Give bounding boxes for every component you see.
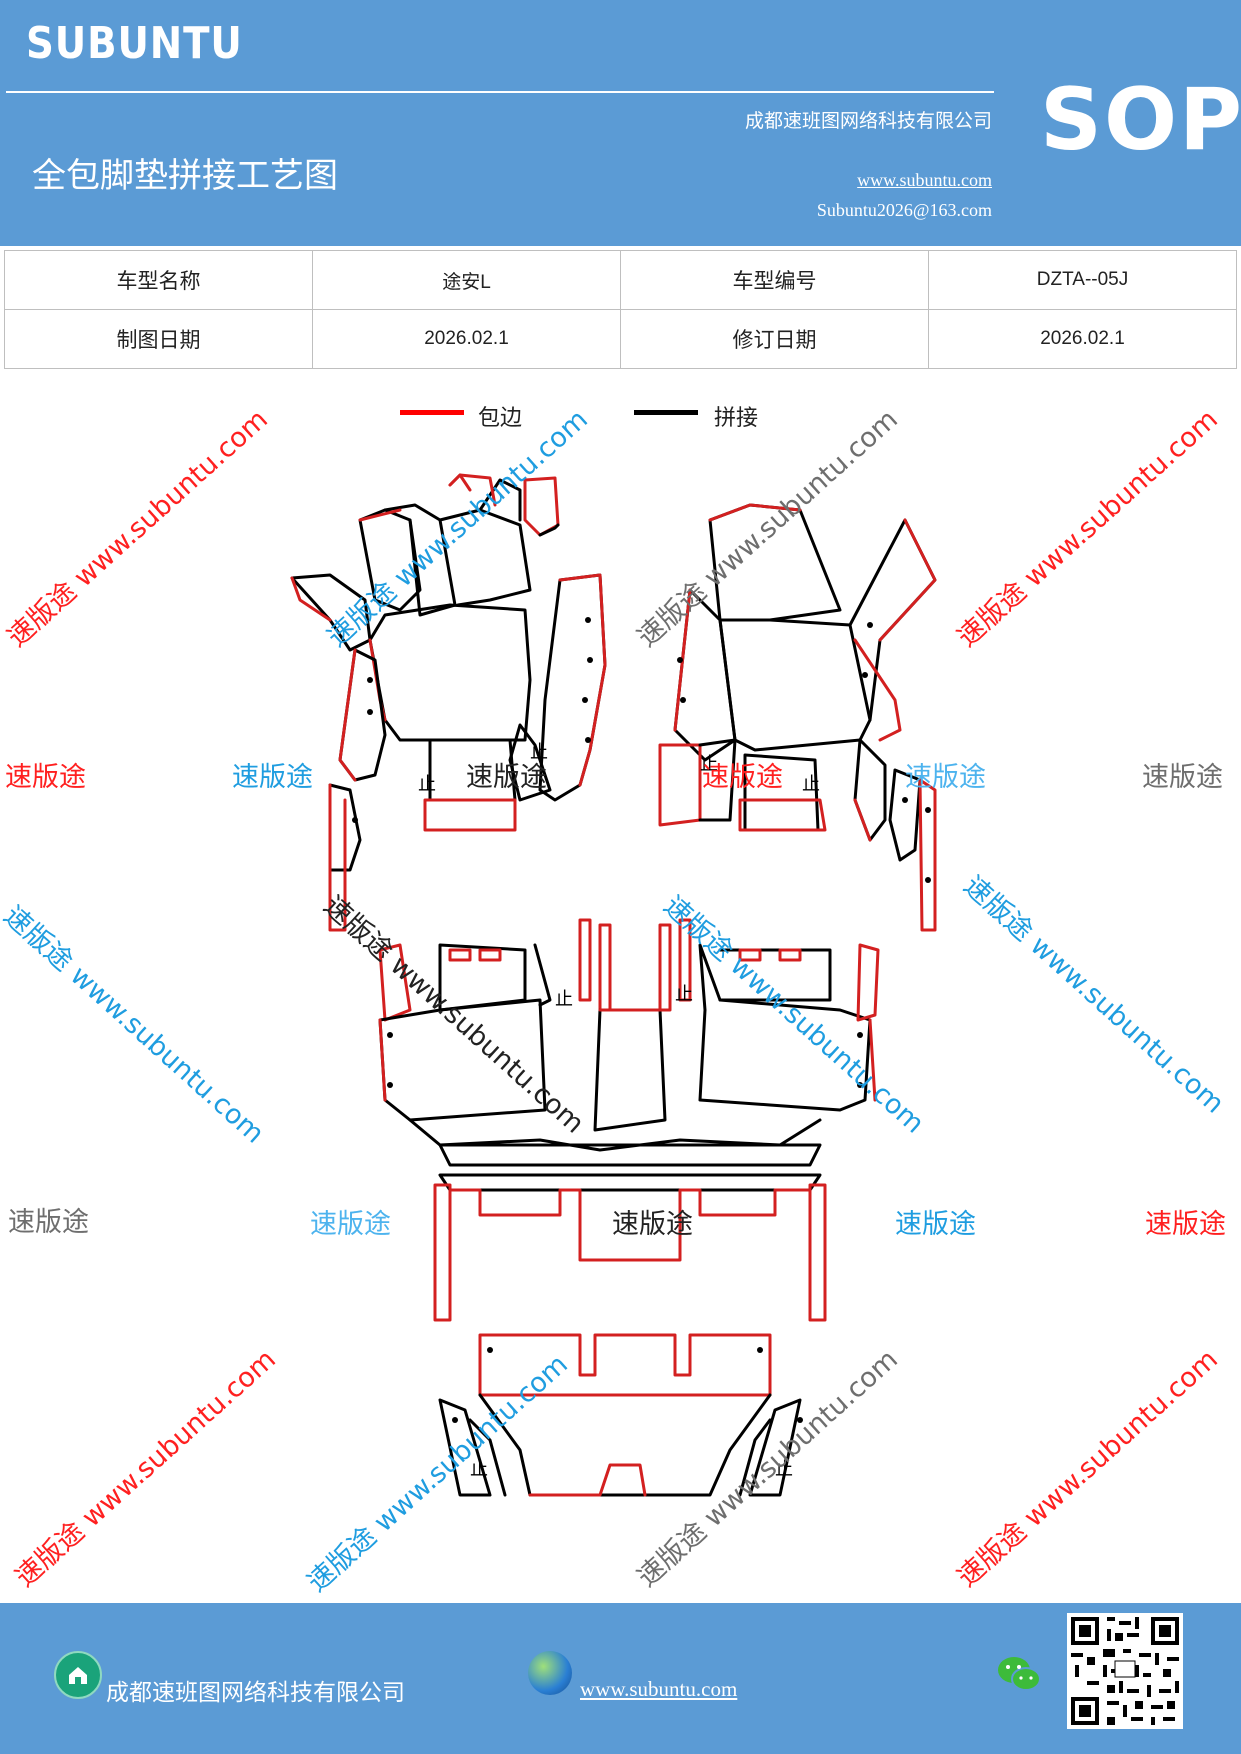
footer-banner: 成都速班图网络科技有限公司 www.subuntu.com [0,1603,1241,1754]
stop-mark: 止 [555,989,573,1010]
watermark-text: 速版途 [310,1209,391,1240]
revise-date-value: 2026.02.1 [928,309,1237,369]
model-code-value: DZTA--05J [928,250,1237,310]
watermark-text: 速版途 [895,1209,976,1240]
legend-join-swatch [634,410,698,415]
draw-date-label: 制图日期 [4,309,313,369]
legend-edge-label: 包边 [478,406,523,431]
legend-join-label: 拼接 [714,406,759,431]
wechat-icon [996,1653,1042,1695]
watermark-text: 速版途 [1142,762,1223,793]
watermark-text: 速版途 [905,762,986,793]
stop-mark: 止 [418,774,436,795]
draw-date-value: 2026.02.1 [312,309,621,369]
rivet-dots [352,617,931,1423]
legend: 包边 拼接 [400,400,800,440]
brand-logo: SUBUNTU [26,18,243,69]
table-row: 制图日期 2026.02.1 修订日期 2026.02.1 [4,309,1237,369]
watermark-text: 速版途 [702,762,783,793]
model-code-label: 车型编号 [620,250,929,310]
stop-mark: 止 [530,742,548,763]
company-name: 成都速班图网络科技有限公司 [744,110,992,132]
vehicle-info-table: 车型名称 途安L 车型编号 DZTA--05J 制图日期 2026.02.1 修… [4,250,1237,369]
model-name-label: 车型名称 [4,250,313,310]
table-row: 车型名称 途安L 车型编号 DZTA--05J [4,250,1237,310]
stop-mark: 止 [700,754,718,775]
document-title: 全包脚垫拼接工艺图 [32,156,338,196]
qr-code[interactable] [1067,1613,1183,1729]
watermark-text: 速版途 [1145,1209,1226,1240]
middle-row-mat: 止 止 [378,918,880,1167]
floor-mat-splice-diagram: 止 止 止 止 [290,473,937,1497]
header-divider [6,91,994,93]
watermark-text: 速版途 [232,762,313,793]
revise-date-label: 修订日期 [620,309,929,369]
watermark-text: 速版途 [466,762,547,793]
footer-company-name: 成都速班图网络科技有限公司 [106,1680,405,1706]
home-icon [54,1651,102,1699]
watermark-text: 速版途 [5,762,86,793]
watermark-text: 速版途 [8,1207,89,1238]
footer-website-link[interactable]: www.subuntu.com [580,1677,738,1701]
left-front-mat: 止 止 [290,473,607,932]
sop-badge: SOP [1040,70,1241,170]
right-front-mat: 止 止 [658,503,937,932]
legend-edge-swatch [400,410,464,415]
stop-mark: 止 [775,1459,793,1480]
stop-mark: 止 [470,1459,488,1480]
header-banner: SUBUNTU 成都速班图网络科技有限公司 全包脚垫拼接工艺图 www.subu… [0,0,1241,246]
stop-mark: 止 [802,774,820,795]
website-link[interactable]: www.subuntu.com [857,170,992,190]
watermark-text: 速版途 [612,1209,693,1240]
stop-mark: 止 [675,984,693,1005]
email-address: Subuntu2026@163.com [816,200,992,220]
globe-icon [528,1651,572,1695]
model-name-value: 途安L [312,250,621,310]
trunk-mat: 止 止 [433,1173,827,1497]
